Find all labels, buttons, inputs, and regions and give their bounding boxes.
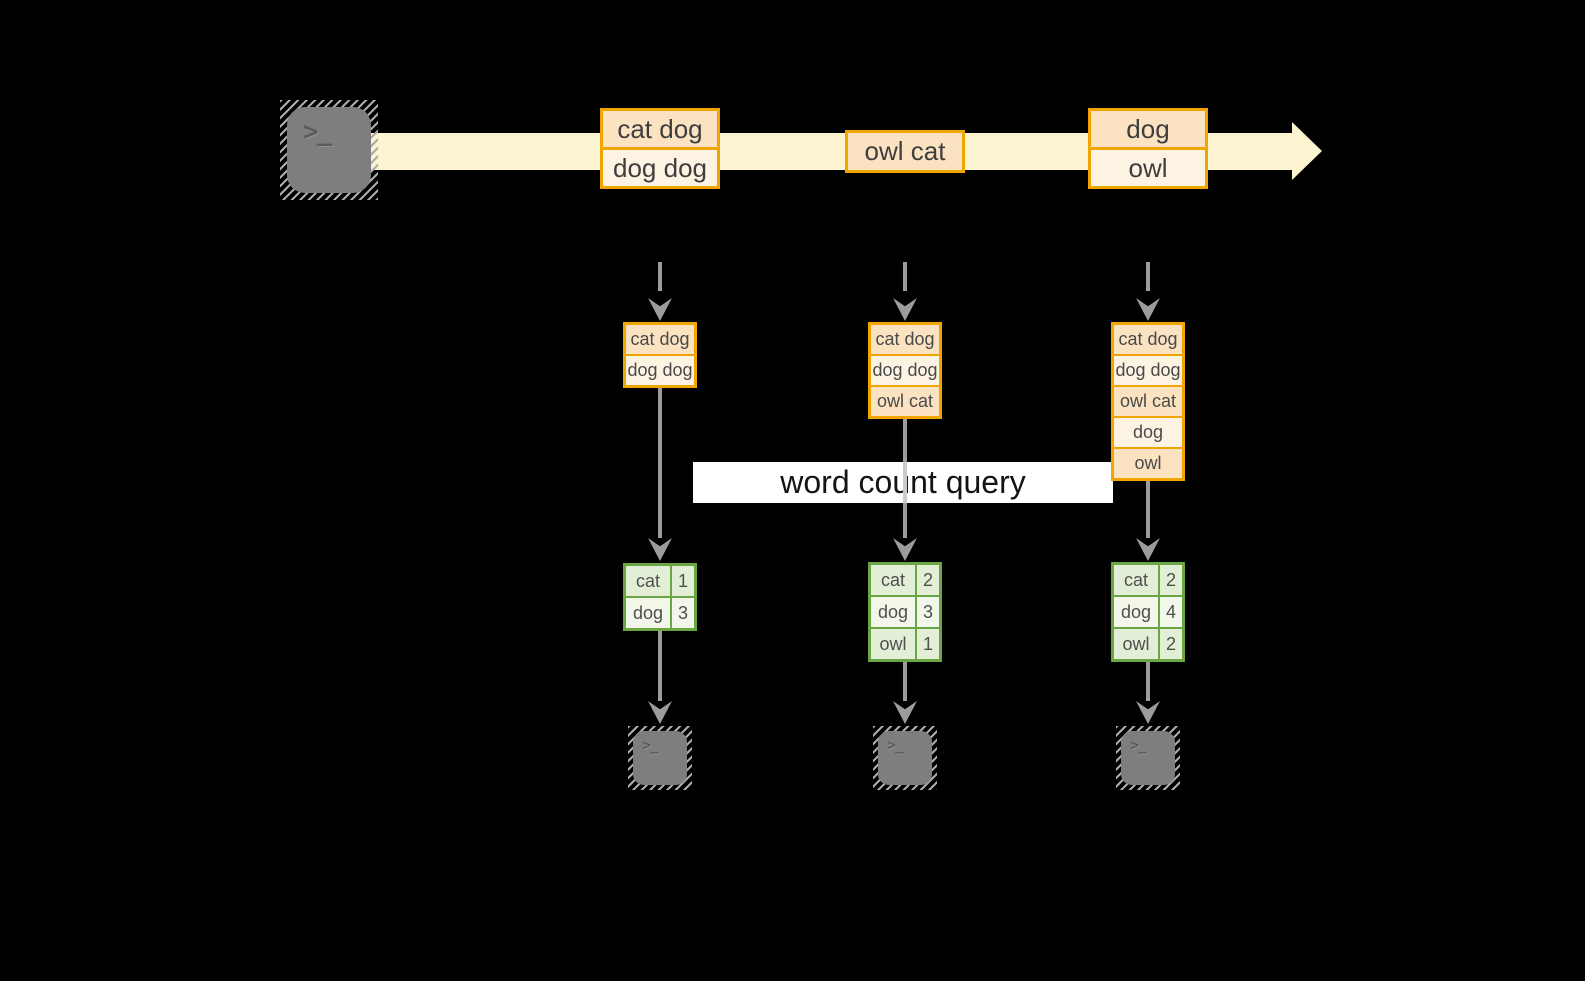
emit-arrowhead-icon (893, 701, 917, 724)
terminal-screen: >_ (287, 107, 371, 193)
sink-terminal-icon: >_ (873, 726, 937, 790)
word-cell: cat (1114, 565, 1160, 595)
emit-arrow (1146, 662, 1150, 701)
record-cell: owl (1091, 147, 1205, 186)
stream-event-1: cat dog dog dog (600, 108, 720, 189)
terminal-prompt-icon: >_ (887, 736, 904, 754)
record-cell: cat dog (1114, 325, 1182, 354)
count-cell: 2 (1165, 633, 1176, 654)
record-cell: cat dog (871, 325, 939, 354)
stream-arrowhead-icon (1292, 122, 1322, 180)
table-row: owl 2 (1114, 627, 1182, 659)
ingest-arrowhead-icon (648, 298, 672, 321)
table-row: cat 2 (871, 565, 939, 595)
emit-arrow (658, 631, 662, 701)
ingest-arrowhead-icon (893, 298, 917, 321)
process-arrow (658, 388, 662, 538)
table-row: cat 2 (1114, 565, 1182, 595)
table-row: owl 1 (871, 627, 939, 659)
count-cell: 1 (677, 570, 688, 591)
stream-event-2: owl cat (845, 130, 965, 173)
record-cell: dog dog (626, 354, 694, 385)
count-cell: 1 (922, 633, 933, 654)
record-cell: owl cat (1114, 385, 1182, 416)
terminal-screen: >_ (878, 731, 932, 785)
terminal-screen: >_ (633, 731, 687, 785)
process-arrow (1146, 481, 1150, 538)
record-cell: owl cat (871, 385, 939, 416)
terminal-prompt-icon: >_ (1130, 736, 1147, 754)
sink-terminal-icon: >_ (628, 726, 692, 790)
record-cell: cat dog (626, 325, 694, 354)
count-cell: 3 (677, 602, 688, 623)
record-cell: dog dog (1114, 354, 1182, 385)
terminal-screen: >_ (1121, 731, 1175, 785)
record-cell: dog dog (871, 354, 939, 385)
emit-arrowhead-icon (648, 701, 672, 724)
record-cell: owl cat (848, 133, 962, 170)
record-cell: dog (1114, 416, 1182, 447)
ingest-arrowhead-icon (1136, 298, 1160, 321)
count-cell: 2 (922, 569, 933, 590)
count-cell: 2 (1165, 569, 1176, 590)
buffer-box-1: cat dog dog dog (623, 322, 697, 388)
ingest-arrow-dash (658, 262, 662, 291)
record-cell: dog dog (603, 147, 717, 186)
buffer-box-2: cat dog dog dog owl cat (868, 322, 942, 419)
word-cell: owl (1114, 629, 1160, 659)
word-cell: dog (871, 597, 917, 627)
count-cell: 3 (922, 601, 933, 622)
process-arrowhead-icon (1136, 538, 1160, 561)
record-cell: owl (1114, 447, 1182, 478)
table-row: dog 3 (626, 596, 694, 628)
count-table-1: cat 1 dog 3 (623, 563, 697, 631)
word-cell: dog (1114, 597, 1160, 627)
word-cell: cat (626, 566, 672, 596)
process-arrowhead-icon (648, 538, 672, 561)
record-cell: dog (1091, 111, 1205, 147)
count-table-2: cat 2 dog 3 owl 1 (868, 562, 942, 662)
ingest-arrow-dash (1146, 262, 1150, 291)
sink-terminal-icon: >_ (1116, 726, 1180, 790)
word-cell: owl (871, 629, 917, 659)
emit-arrow (903, 662, 907, 701)
count-cell: 4 (1165, 601, 1176, 622)
word-cell: dog (626, 598, 672, 628)
record-cell: cat dog (603, 111, 717, 147)
count-table-3: cat 2 dog 4 owl 2 (1111, 562, 1185, 662)
terminal-prompt-icon: >_ (642, 736, 659, 754)
buffer-box-3: cat dog dog dog owl cat dog owl (1111, 322, 1185, 481)
source-terminal-icon: >_ (280, 100, 378, 200)
table-row: cat 1 (626, 566, 694, 596)
emit-arrowhead-icon (1136, 701, 1160, 724)
arrow-through-banner (903, 462, 907, 503)
table-row: dog 3 (871, 595, 939, 627)
terminal-prompt-icon: >_ (303, 117, 332, 147)
table-row: dog 4 (1114, 595, 1182, 627)
stream-event-3: dog owl (1088, 108, 1208, 189)
process-arrowhead-icon (893, 538, 917, 561)
word-cell: cat (871, 565, 917, 595)
ingest-arrow-dash (903, 262, 907, 291)
